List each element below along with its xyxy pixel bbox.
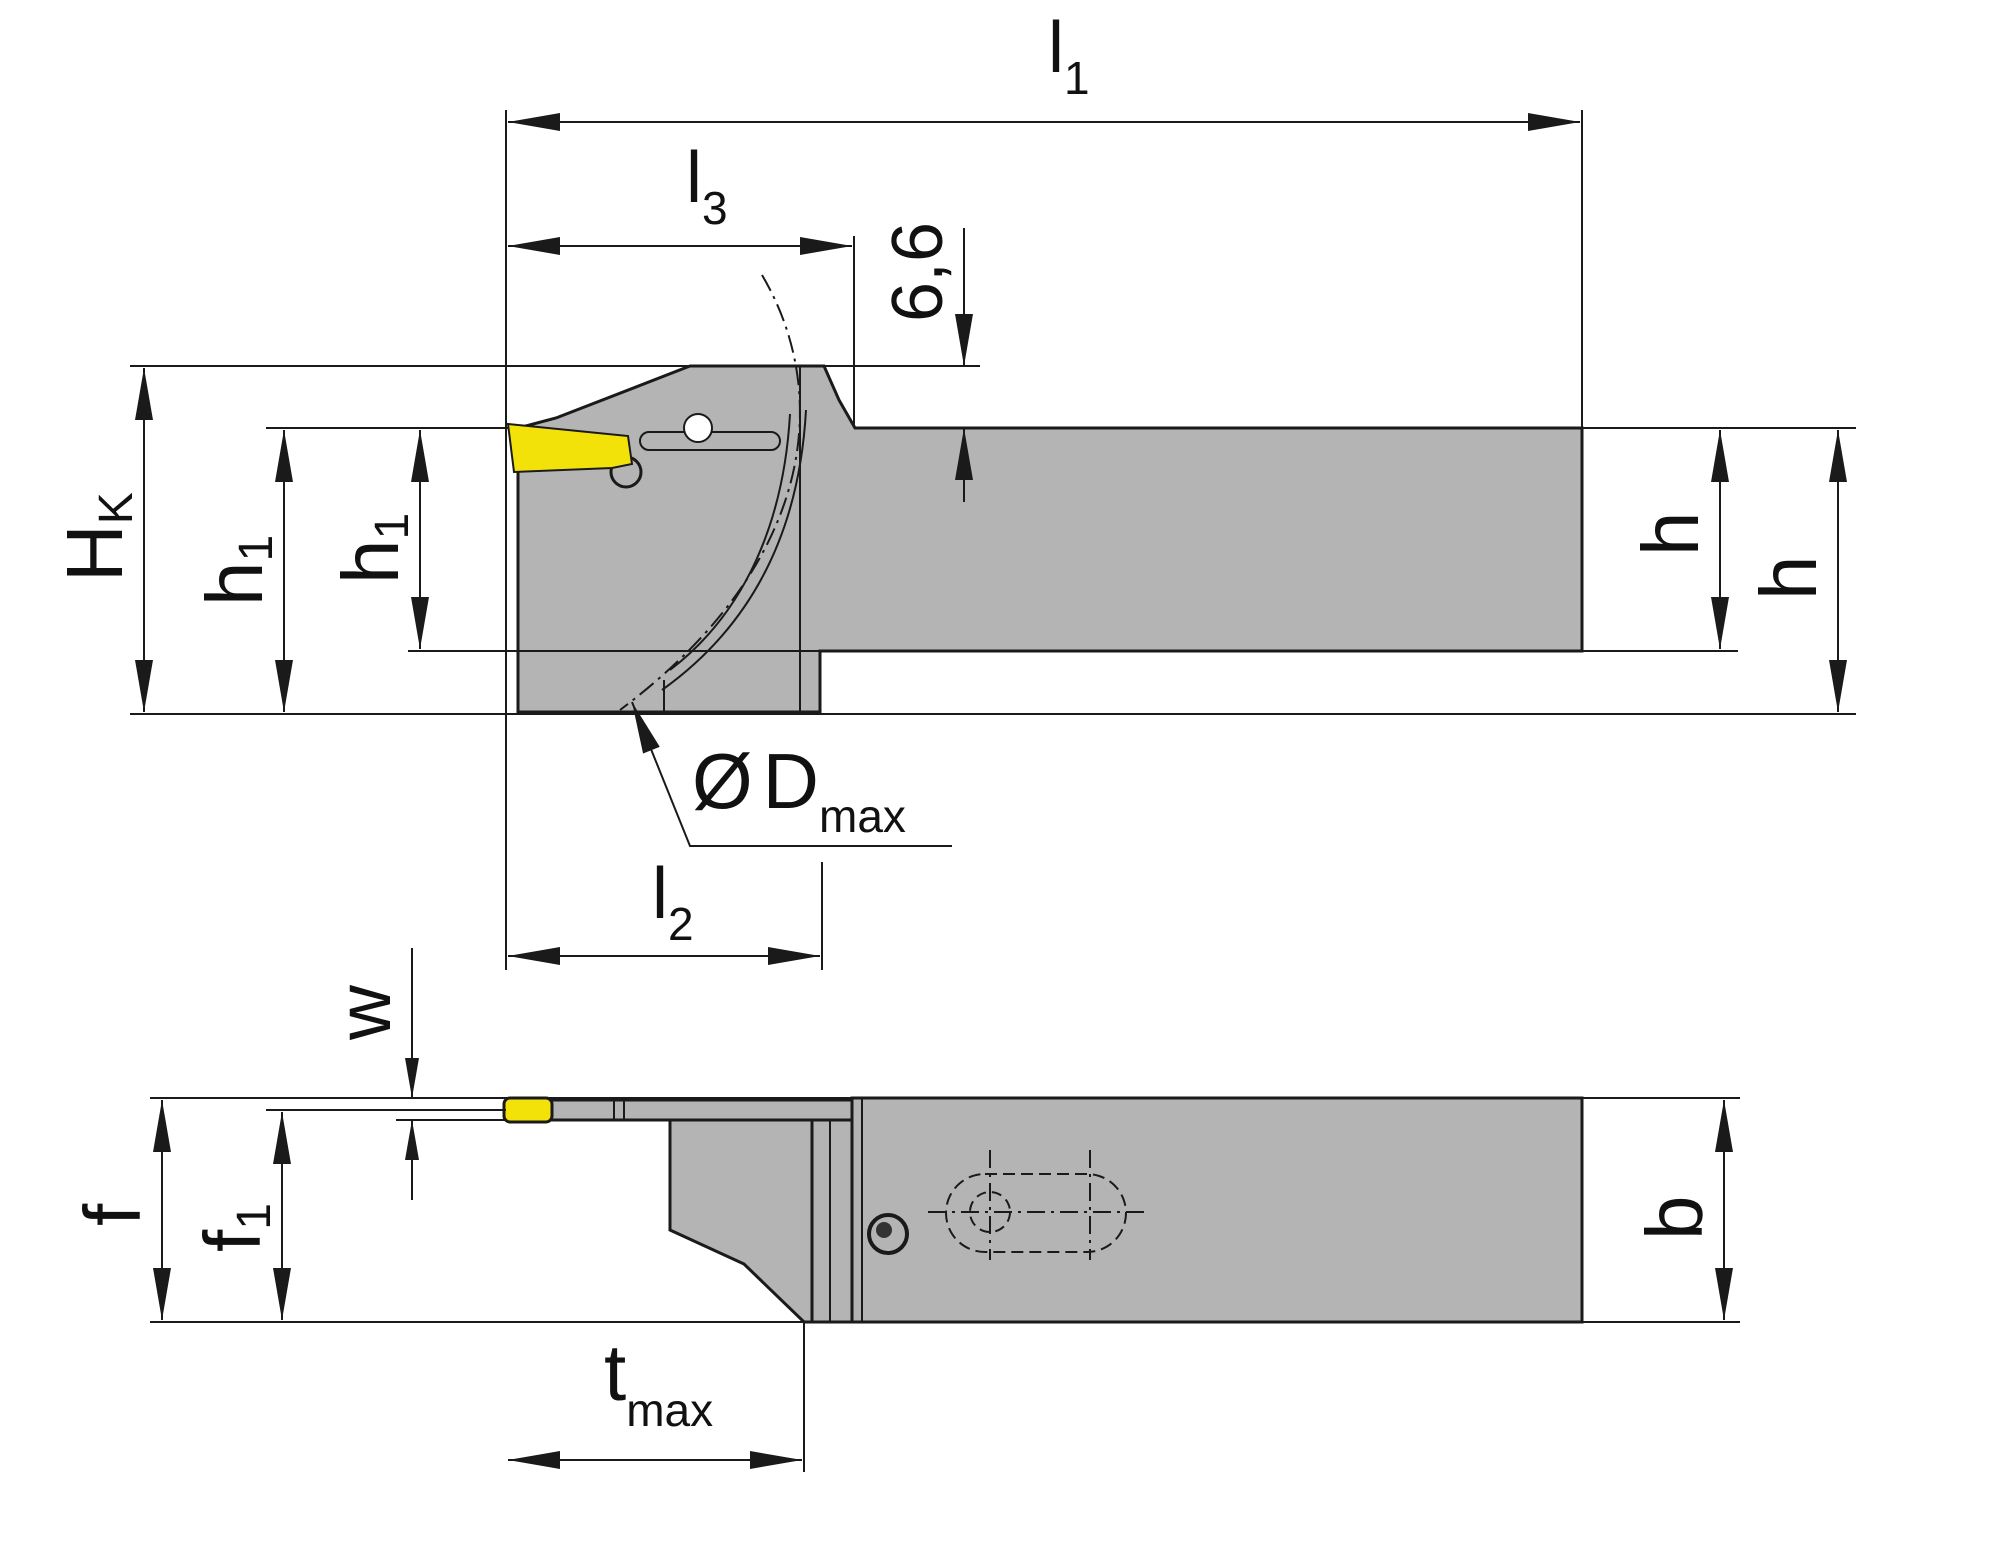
dim-h-inner-label: h [1626, 512, 1715, 557]
top-view: w f f1 b tmax [68, 948, 1740, 1472]
top-view-insert [502, 1096, 554, 1124]
dim-66-label: 6,6 [878, 222, 958, 322]
dim-tmax-label: tmax [604, 1328, 713, 1436]
dim-l1-label: l1 [1048, 8, 1090, 104]
insert-yellow [506, 422, 634, 474]
top-view-neck [810, 1097, 854, 1324]
top-view-head [668, 1118, 814, 1324]
dim-hk-label: HK [50, 492, 143, 582]
dim-b-label: b [1630, 1196, 1719, 1241]
top-view-blade [518, 1098, 854, 1122]
dmax-circle [619, 274, 801, 711]
top-view-shank [850, 1096, 1584, 1324]
dim-h-outer-label: h [1744, 556, 1833, 601]
dmax-leader [631, 701, 952, 847]
dim-w-label: w [322, 984, 407, 1041]
blade-arc [661, 409, 807, 691]
dim-f-label: f [68, 1203, 157, 1226]
dim-h1-outer-label: h1 [190, 535, 283, 606]
side-view-body [516, 364, 1584, 714]
top-view-screw-center [876, 1222, 892, 1238]
side-view-slot-hole [683, 413, 713, 443]
dim-h1-inner-label: h1 [326, 513, 419, 584]
dim-l3-label: l3 [686, 138, 728, 234]
dim-f1-label: f1 [188, 1203, 281, 1252]
dim-l2-label: l2 [652, 854, 694, 950]
blade-arc-inner [669, 413, 791, 671]
